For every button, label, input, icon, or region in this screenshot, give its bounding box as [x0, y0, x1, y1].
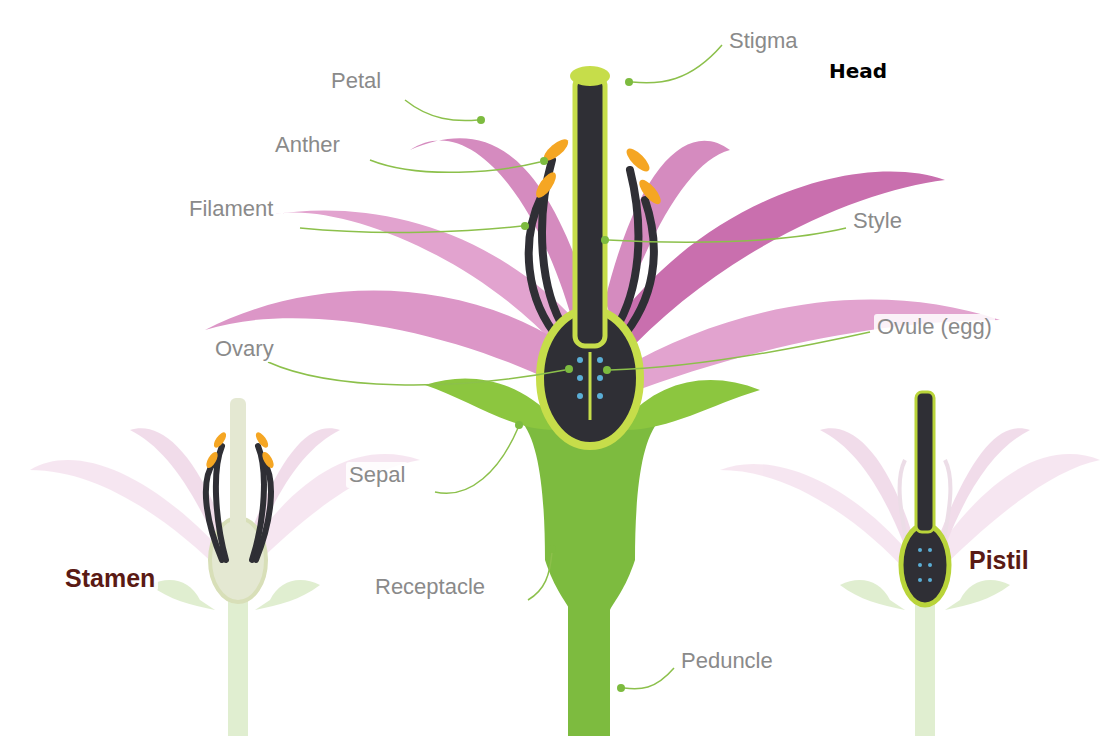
- part-label: Ovary: [212, 336, 277, 362]
- part-label: Style: [850, 208, 905, 234]
- right-sepal: [625, 380, 760, 430]
- part-label: Anther: [272, 132, 343, 158]
- part-label: Stigma: [726, 28, 800, 54]
- pistil-ovary: [901, 525, 949, 605]
- style-shape: [575, 76, 605, 346]
- part-label: Filament: [186, 196, 276, 222]
- section-title: Stamen: [62, 565, 158, 591]
- leader-lines: [268, 45, 870, 689]
- part-label: Peduncle: [678, 648, 776, 674]
- stigma-shape: [570, 66, 610, 86]
- left-sepal: [425, 378, 555, 430]
- ovules: [577, 357, 603, 399]
- faded-style: [230, 398, 246, 528]
- part-label: Receptacle: [372, 574, 488, 600]
- pistil-style: [916, 392, 934, 532]
- peduncle-shape: [568, 600, 610, 736]
- leader-dots: [477, 78, 633, 692]
- pistil-flower: [720, 428, 1100, 736]
- stamen-anthers: [204, 430, 276, 469]
- section-title: Pistil: [966, 547, 1032, 573]
- part-label: Ovule (egg): [874, 314, 995, 340]
- part-label: Head: [826, 58, 890, 84]
- stamen-flower: [30, 428, 420, 736]
- part-label: Sepal: [346, 462, 408, 488]
- part-label: Petal: [328, 68, 384, 94]
- stamen-filaments: [206, 446, 271, 560]
- pistil-ovules: [918, 548, 932, 582]
